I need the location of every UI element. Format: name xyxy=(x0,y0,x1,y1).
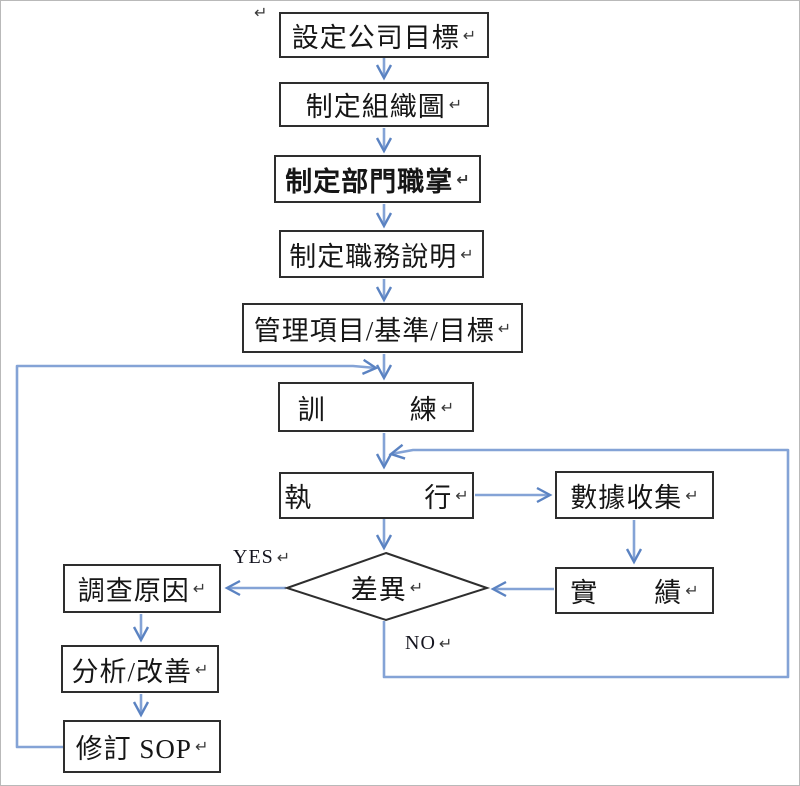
node-label: 修訂 SOP xyxy=(75,734,192,764)
paragraph-mark: ↵ xyxy=(194,737,209,756)
difference-diamond-shape xyxy=(283,551,491,622)
paragraph-mark: ↵ xyxy=(497,318,512,338)
feedback-no-to-execute xyxy=(382,443,790,679)
node-label: 訓 練 xyxy=(297,394,438,425)
paragraph-mark: ↵ xyxy=(460,244,474,264)
paragraph-mark: ↵ xyxy=(685,581,699,600)
flow-node-training: 訓 練↵ xyxy=(278,382,474,432)
flow-node-define-dept-duties: 制定部門職掌↵ xyxy=(274,155,481,203)
flow-node-difference-decision: 差異↵ xyxy=(287,571,487,605)
node-label: 分析/改善 xyxy=(71,656,193,687)
flow-node-execute: 執 行↵ xyxy=(279,472,474,519)
paragraph-mark: ↵ xyxy=(448,95,463,114)
flow-node-analyze-improve: 分析/改善↵ xyxy=(61,645,219,693)
node-label: 調查原因 xyxy=(77,576,190,606)
flow-node-investigate-cause: 調查原因↵ xyxy=(63,564,221,613)
flow-node-create-job-desc: 制定職務說明↵ xyxy=(279,230,484,278)
node-label: 執 行 xyxy=(284,483,453,513)
no-text: NO xyxy=(405,632,436,654)
feedback-sop-to-training xyxy=(15,358,379,749)
flow-node-mgmt-items: 管理項目/基準/目標↵ xyxy=(242,303,523,353)
paragraph-mark: ↵ xyxy=(438,634,453,653)
flow-node-actual-results: 實 績↵ xyxy=(555,567,714,614)
flow-node-revise-sop: 修訂 SOP↵ xyxy=(63,720,221,773)
node-label: 實 績 xyxy=(570,578,683,608)
paragraph-mark: ↵ xyxy=(276,548,291,567)
paragraph-mark: ↵ xyxy=(462,25,477,45)
paragraph-mark: ↵ xyxy=(440,397,455,417)
paragraph-mark: ↵ xyxy=(455,486,469,505)
node-label: 制定部門職掌 xyxy=(285,166,454,197)
node-label: 數據收集 xyxy=(570,482,683,513)
paragraph-mark: ↵ xyxy=(195,659,209,679)
paragraph-mark: ↵ xyxy=(685,485,699,505)
paragraph-mark: ↵ xyxy=(192,579,207,598)
paragraph-mark: ↵ xyxy=(456,169,470,189)
paragraph-mark: ↵ xyxy=(409,577,424,597)
yes-text: YES xyxy=(233,546,274,568)
node-label: 制定職務說明 xyxy=(289,241,458,272)
node-label: 制定組織圖 xyxy=(305,92,446,122)
paragraph-mark: ↵ xyxy=(254,3,268,22)
node-label: 設定公司目標 xyxy=(291,22,460,53)
flow-node-create-org-chart: 制定組織圖↵ xyxy=(279,82,489,127)
node-label: 管理項目/基準/目標 xyxy=(253,315,495,346)
flow-node-data-collection: 數據收集↵ xyxy=(555,471,714,519)
no-branch-label: NO↵ xyxy=(405,632,452,655)
yes-branch-label: YES↵ xyxy=(233,546,290,569)
flow-node-set-company-goals: 設定公司目標↵ xyxy=(279,12,489,58)
node-label: 差異 xyxy=(350,574,407,605)
